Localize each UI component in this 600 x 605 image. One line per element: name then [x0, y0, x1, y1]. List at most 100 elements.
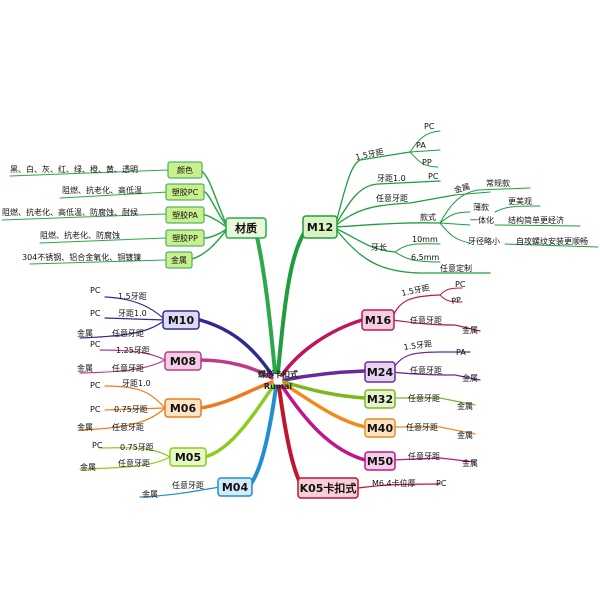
m12-any-pitch: 任意牙距	[376, 193, 408, 203]
node-k05-label: K05卡扣式	[300, 481, 357, 495]
underline-pc-leaf	[59, 191, 169, 199]
connector-m50-any	[391, 457, 476, 463]
m12-style-thread: 牙径略小	[468, 236, 500, 246]
node-m05[interactable]: M05	[169, 447, 207, 467]
m10-pc-2: PC	[90, 309, 101, 318]
m12-style: 款式	[420, 212, 436, 222]
node-m08[interactable]: M08	[164, 351, 202, 371]
m04-any-pitch: 任意牙距	[172, 480, 204, 490]
node-m32[interactable]: M32	[364, 389, 396, 409]
connector-m12-length	[334, 227, 396, 253]
connector-center-m16	[280, 318, 364, 377]
connector-m08-any	[79, 359, 166, 374]
center-node[interactable]: 蝶形卡扣式 Rumai	[258, 369, 298, 391]
m32-metal: 金属	[457, 401, 473, 411]
k05-spec: M6.4卡位厚	[372, 478, 416, 488]
m12-pitch-15: 1.5牙距	[355, 147, 385, 162]
leaf-metal-props: 304不锈钢、铝合金氧化、铜镀镍	[22, 252, 141, 262]
m12-length-10: 10mm	[412, 235, 438, 244]
m06-metal: 金属	[77, 422, 93, 432]
node-m04[interactable]: M04	[217, 477, 253, 497]
connector-m12-custom	[334, 227, 491, 274]
underline-pp-leaf	[39, 237, 167, 244]
m08-metal: 金属	[77, 363, 93, 373]
node-m12-label: M12	[307, 221, 333, 234]
underline-color-leaf	[9, 169, 169, 177]
m10-metal: 金属	[77, 328, 93, 338]
node-material[interactable]: 材质	[225, 217, 267, 239]
connector-m16-any	[391, 319, 481, 332]
connector-style-common	[439, 187, 531, 224]
m12-length: 牙长	[371, 242, 387, 252]
node-m40[interactable]: M40	[364, 418, 396, 438]
leaf-pa-props: 阻燃、抗老化、高低温、防腐蚀、耐候	[2, 207, 138, 217]
m12-p10-pc: PC	[428, 172, 439, 181]
connector-p15-pc-m16	[439, 287, 463, 296]
connector-style-thin	[439, 211, 471, 224]
connector-p15-pa	[409, 149, 441, 153]
connector-integrated-simple	[494, 224, 581, 227]
m24-pa: PA	[456, 348, 466, 357]
node-material-pa[interactable]: 塑胶PA	[165, 206, 205, 224]
connector-center-m05	[203, 383, 276, 459]
node-m10-label: M10	[168, 314, 195, 327]
connector-m12-p10	[334, 180, 441, 227]
m10-pc-1: PC	[90, 286, 101, 295]
connector-center-m06	[198, 380, 274, 410]
m32-any-pitch: 任意牙距	[408, 393, 440, 403]
m10-pitch-15: 1.5牙距	[118, 292, 147, 301]
connector-m06-any	[79, 407, 166, 431]
center-subtitle: Rumai	[264, 382, 293, 391]
leaf-pp-props: 阻燃、抗老化、防腐蚀	[40, 230, 120, 240]
node-m10[interactable]: M10	[162, 310, 200, 330]
node-m16[interactable]: M16	[361, 309, 395, 331]
connector-m06-p075	[104, 407, 166, 411]
node-m06[interactable]: M06	[164, 398, 202, 418]
connector-length-10	[394, 243, 441, 253]
m04-metal: 金属	[142, 489, 158, 499]
m24-metal: 金属	[462, 373, 478, 383]
m16-metal: 金属	[462, 325, 478, 335]
connector-m08-p125	[99, 349, 166, 361]
connector-m10-any	[79, 319, 166, 339]
m12-style-thin: 薄款	[473, 202, 489, 212]
m16-pp: PP	[451, 295, 462, 306]
m06-pitch-075: 0.75牙距	[114, 405, 148, 414]
connector-k05-spec	[357, 483, 441, 489]
node-material-pp-label: 塑胶PP	[172, 233, 198, 243]
m05-pc: PC	[92, 441, 103, 450]
m50-any-pitch: 任意牙距	[408, 451, 440, 461]
connector-center-material	[253, 226, 277, 374]
node-material-color-label: 颜色	[177, 165, 193, 175]
connector-m40-any	[391, 426, 476, 435]
node-m12[interactable]: M12	[302, 215, 338, 239]
underline-pa-leaf	[1, 213, 167, 221]
node-material-label: 材质	[235, 221, 257, 235]
connector-material-metal	[191, 227, 229, 260]
node-m32-label: M32	[367, 393, 393, 406]
leaf-color-list: 黑、白、灰、红、绿、橙、黄、透明	[10, 164, 138, 174]
m06-pc-2: PC	[90, 405, 101, 414]
connector-m16-p15	[391, 294, 441, 319]
node-material-color[interactable]: 颜色	[167, 161, 203, 179]
node-k05[interactable]: K05卡扣式	[297, 477, 359, 499]
node-m04-label: M04	[222, 481, 249, 494]
connector-center-m40	[282, 382, 367, 429]
node-material-metal[interactable]: 金属	[165, 251, 193, 269]
connector-center-m08	[198, 358, 274, 380]
node-m50[interactable]: M50	[364, 451, 396, 471]
connector-m12-any	[334, 194, 456, 227]
connector-m05-p075	[99, 447, 171, 458]
m10-any-pitch: 任意牙距	[112, 328, 144, 338]
connector-style-thread	[439, 222, 471, 244]
m12-p15-pa: PA	[416, 141, 426, 150]
leaf-pc-props: 阻燃、抗老化、高低温	[62, 185, 142, 195]
connector-p15-pp-m16	[439, 294, 463, 303]
m12-p15-pp: PP	[422, 158, 432, 167]
m08-pitch-125: 1.25牙距	[116, 346, 150, 355]
node-material-pc[interactable]: 塑胶PC	[165, 183, 205, 201]
node-m24[interactable]: M24	[364, 361, 396, 383]
connector-p15-pp	[409, 151, 439, 168]
node-material-pp[interactable]: 塑胶PP	[165, 229, 205, 247]
